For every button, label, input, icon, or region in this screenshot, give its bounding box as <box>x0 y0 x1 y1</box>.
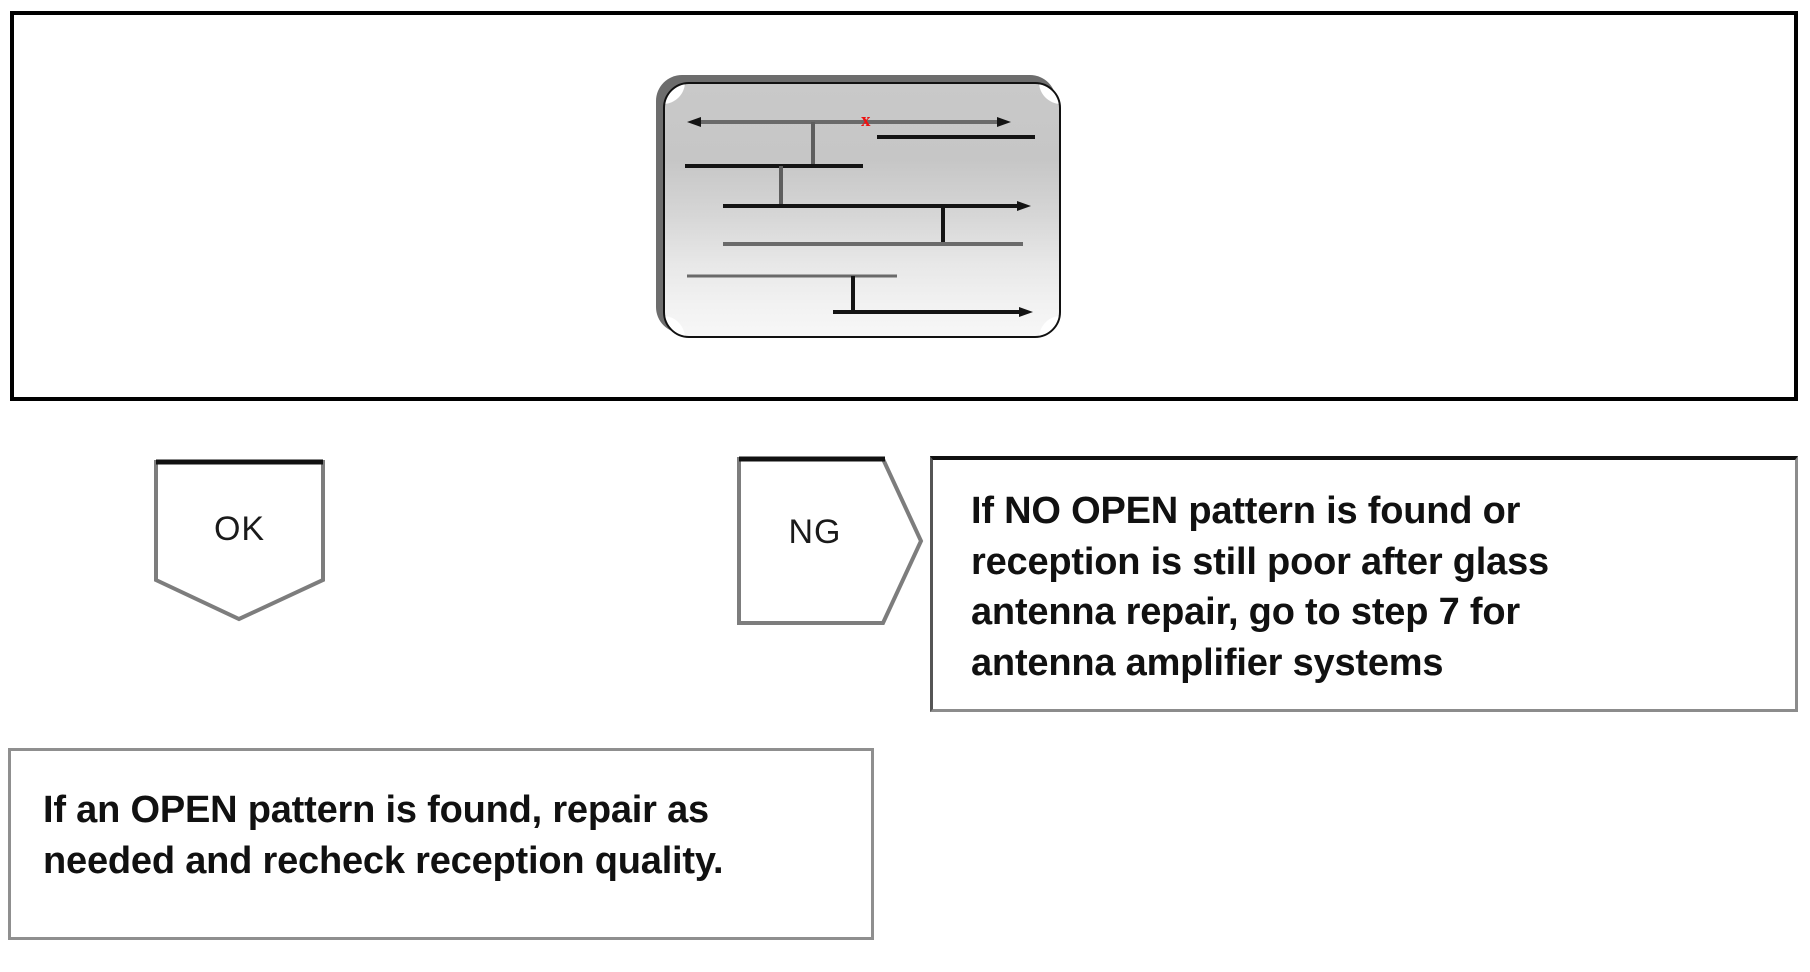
ok-banner-shape <box>154 459 325 622</box>
ok-decision-banner[interactable]: OK <box>152 458 327 623</box>
diagram-panel: x <box>10 11 1798 401</box>
ng-note-line-4: antenna amplifier systems <box>971 641 1444 684</box>
ng-note-line-3: antenna repair, go to step 7 for <box>971 591 1520 634</box>
ng-note-box: If NO OPEN pattern is found or reception… <box>930 456 1798 712</box>
ok-banner-label: OK <box>213 510 266 548</box>
ng-arrow-shape <box>737 456 924 625</box>
ng-note-line-2: reception is still poor after glass <box>971 540 1549 583</box>
ok-note-line-1: If an OPEN pattern is found, repair as <box>43 789 709 831</box>
open-circuit-x-marker: x <box>861 110 871 131</box>
ng-note-line-1: If NO OPEN pattern is found or <box>971 490 1521 532</box>
ok-note-box: If an OPEN pattern is found, repair as n… <box>8 748 874 940</box>
ng-note-text: If NO OPEN pattern is found or reception… <box>971 486 1761 688</box>
antenna-glass-body: x <box>663 82 1061 338</box>
glass-antenna-illustration: x <box>656 75 1064 340</box>
ok-note-line-2: needed and recheck reception quality. <box>43 839 724 882</box>
ok-note-text: If an OPEN pattern is found, repair as n… <box>43 785 863 886</box>
antenna-grid-lines <box>685 117 1035 317</box>
ng-decision-arrow[interactable]: NG <box>735 455 925 627</box>
ng-arrow-label: NG <box>788 513 842 551</box>
